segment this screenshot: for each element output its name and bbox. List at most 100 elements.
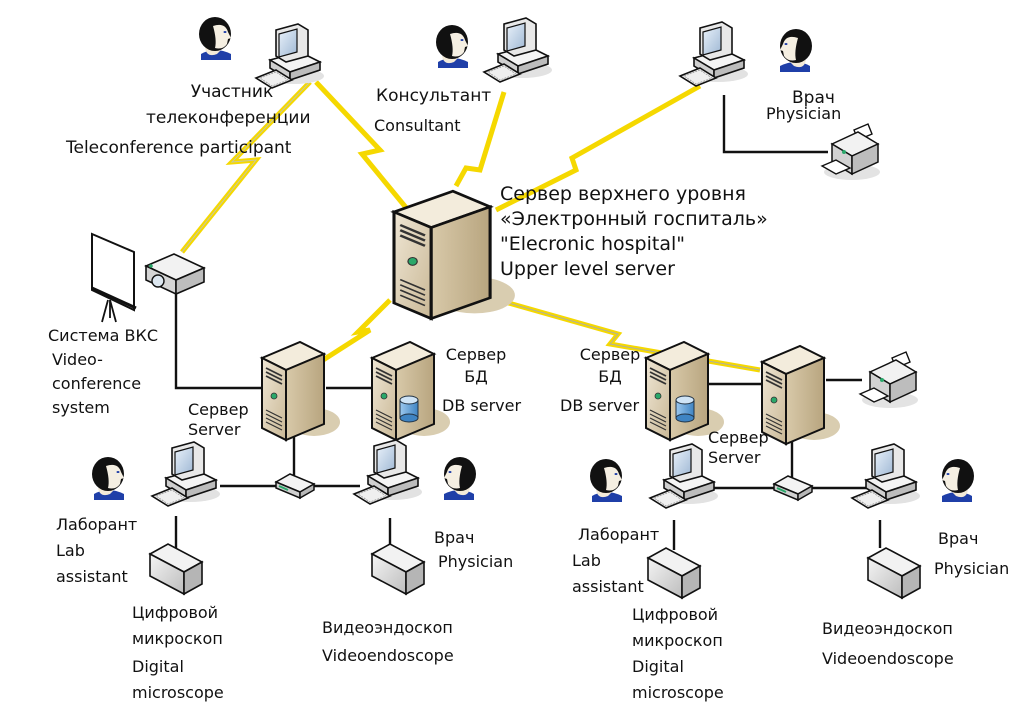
consultant-label-en: Consultant [374, 118, 461, 134]
label-ru-line1: Участник [190, 82, 274, 102]
label-ru-line1: Сервер [579, 345, 641, 364]
projection-screen-icon [91, 232, 137, 323]
right-physician-computer-icon [851, 443, 921, 509]
wireless-link-left-server [318, 298, 392, 365]
wireless-link-teleconference [180, 80, 312, 254]
right-lab-assistant-label: Лаборант Lab assistant [572, 522, 659, 600]
teleconference-participant-computer-icon [255, 23, 325, 89]
right-endoscope-icon [867, 547, 921, 599]
label-en: Videoendoscope [822, 649, 954, 668]
label-ru-line2: БД [464, 367, 488, 386]
label-en-line2: microscope [132, 683, 224, 702]
label-en-line1: Video- [52, 350, 103, 369]
upper-server-line4: Upper level server [500, 258, 675, 280]
label-en: Videoendoscope [322, 646, 454, 665]
label-en: Teleconference participant [66, 138, 292, 158]
label-en-line2: assistant [56, 567, 128, 586]
label-en-line1: Lab [572, 551, 601, 570]
label-en: Consultant [374, 116, 461, 135]
left-physician-person-icon [444, 457, 476, 500]
teleconference-participant-label: Участник [162, 84, 302, 101]
left-hub-icon [275, 473, 315, 499]
wireless-link-top-physician [494, 83, 702, 213]
label-ru-line1: Цифровой [132, 603, 219, 622]
upper-level-server-label: Сервер верхнего уровня «Электронный госп… [500, 182, 768, 282]
label-ru: Сервер [188, 400, 249, 419]
consultant-person-icon [436, 25, 468, 68]
teleconference-participant-person-icon [199, 17, 231, 60]
left-db-cylinder-icon [399, 395, 419, 423]
right-physician-label: Врач Physician [934, 524, 1009, 584]
label-en-line2: assistant [572, 577, 644, 596]
label-ru: Сервер [708, 428, 769, 447]
label-en-line2: microscope [632, 683, 724, 702]
wireless-links [180, 80, 761, 373]
consultant-computer-icon [483, 17, 553, 83]
label-ru-line2: телеконференции [146, 108, 311, 128]
label-ru: Видеоэндоскоп [322, 618, 453, 637]
label-en: DB server [560, 396, 640, 415]
left-endoscope-icon [371, 543, 425, 595]
left-microscope-label: Цифровой микроскоп Digital microscope [132, 600, 224, 706]
right-lab-assistant-person-icon [590, 459, 622, 502]
label-en: DB server [442, 396, 522, 415]
upper-server-line2: «Электронный госпиталь» [500, 208, 768, 230]
top-physician-label-ru: Врач [792, 90, 835, 107]
right-server-label: Сервер Server [708, 428, 769, 468]
right-printer-icon [859, 351, 919, 409]
label-ru-line1: Цифровой [632, 605, 719, 624]
left-endoscope-label: Видеоэндоскоп Videoendoscope [322, 614, 454, 670]
upper-server-line1: Сервер верхнего уровня [500, 183, 746, 205]
label-ru-line2: микроскоп [632, 631, 723, 650]
label-en: Physician [438, 552, 514, 571]
label-ru: Система ВКС [48, 326, 158, 345]
wireless-link-consultant-server [314, 80, 410, 212]
label-ru-line1: Сервер [445, 345, 507, 364]
right-db-cylinder-icon [675, 395, 695, 423]
wireless-link-consultant [453, 91, 507, 188]
left-lab-assistant-label: Лаборант Lab assistant [56, 512, 137, 590]
label-ru: Лаборант [56, 515, 138, 534]
left-physician-computer-icon [353, 439, 423, 505]
left-db-server-label: Сервер БД [438, 344, 514, 388]
label-en: Server [188, 420, 241, 439]
label-ru: Лаборант [578, 525, 660, 544]
label-ru-line2: БД [598, 367, 622, 386]
left-db-server-label-en: DB server [442, 398, 521, 414]
left-microscope-icon [149, 543, 203, 595]
left-physician-label: Врач Physician [434, 526, 513, 574]
consultant-label-ru: Консультант [376, 88, 491, 105]
label-ru: Консультант [376, 86, 492, 106]
teleconference-participant-label-ru2: телеконференции [146, 110, 311, 127]
label-en-line2: conference [52, 374, 142, 393]
left-server-label: Сервер Server [188, 400, 249, 440]
label-en-line1: Lab [56, 541, 85, 560]
left-lab-assistant-person-icon [92, 457, 124, 500]
link-top-pc-to-printer [722, 95, 828, 154]
label-en-line3: system [52, 398, 110, 417]
label-en: Server [708, 448, 761, 467]
label-ru: Врач [792, 88, 835, 108]
vks-system-label: Система ВКС Video- conference system [48, 324, 158, 420]
label-en: Physician [766, 104, 842, 123]
right-db-server-icon [645, 341, 725, 441]
right-hub-icon [773, 475, 813, 501]
label-en: Physician [934, 559, 1010, 578]
top-physician-computer-icon [679, 21, 749, 87]
right-db-server-label-en: DB server [560, 398, 639, 414]
top-physician-person-icon [780, 29, 812, 72]
label-ru: Врач [434, 528, 475, 547]
label-ru: Врач [938, 529, 979, 548]
upper-server-line3: "Elecronic hospital" [500, 233, 685, 255]
label-en-line1: Digital [132, 657, 184, 676]
teleconference-participant-label-en: Teleconference participant [66, 140, 291, 157]
right-physician-person-icon [942, 459, 974, 502]
link-vks-to-left-server [174, 285, 262, 390]
left-lab-computer-icon [151, 441, 221, 507]
label-en-line1: Digital [632, 657, 684, 676]
right-db-server-label: Сервер БД [572, 344, 648, 388]
top-printer-icon [821, 123, 881, 181]
label-ru-line2: микроскоп [132, 629, 223, 648]
projector-icon [144, 253, 206, 296]
